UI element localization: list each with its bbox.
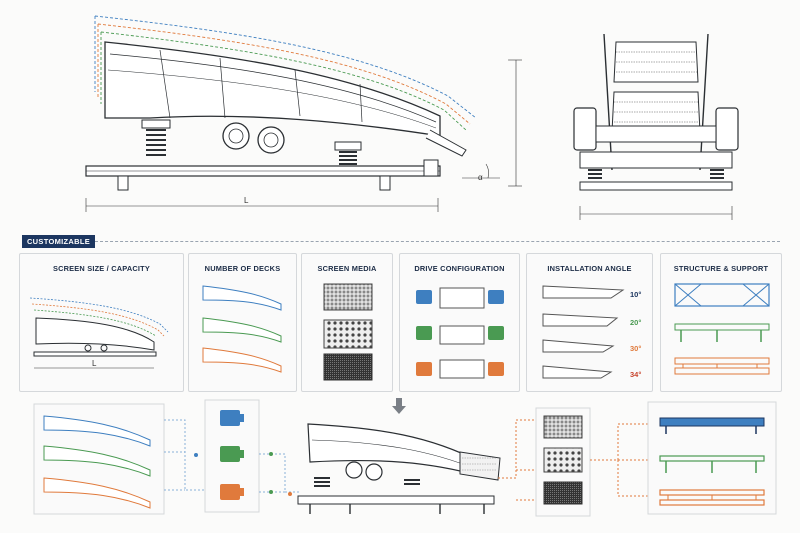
panel-screen-size: SCREEN SIZE / CAPACITY L [19, 253, 184, 392]
angle-label-10: 10° [630, 290, 642, 299]
small-length-label: L [92, 359, 97, 368]
structure-drawing [674, 283, 770, 375]
angle-label-20: 20° [630, 318, 642, 327]
panel-drive: DRIVE CONFIGURATION [399, 253, 520, 392]
angle-dimension-label: α [478, 173, 483, 182]
panel-title: DRIVE CONFIGURATION [414, 264, 505, 273]
media-drawing [323, 283, 373, 381]
panel-structure: STRUCTURE & SUPPORT [660, 253, 782, 392]
panel-title: NUMBER OF DECKS [204, 264, 281, 273]
panel-title: SCREEN MEDIA [317, 264, 377, 273]
screen-size-drawing: L [29, 297, 169, 369]
panel-title: STRUCTURE & SUPPORT [673, 264, 769, 273]
decks-drawing [202, 285, 282, 373]
panel-title: SCREEN SIZE / CAPACITY [52, 264, 151, 273]
panel-angle: INSTALLATION ANGLE 10° 20° 30° 34° [526, 253, 653, 392]
section-divider [95, 241, 780, 242]
down-arrow-icon [392, 398, 406, 414]
angle-label-34: 34° [630, 370, 642, 379]
angle-drawing [542, 285, 625, 379]
drive-drawing [416, 287, 504, 379]
panel-media: SCREEN MEDIA [301, 253, 393, 392]
panel-title: INSTALLATION ANGLE [547, 264, 632, 273]
length-dimension-label: L [244, 196, 249, 205]
angle-label-30: 30° [630, 344, 642, 353]
panel-decks: NUMBER OF DECKS [188, 253, 297, 392]
customizable-badge: CUSTOMIZABLE [22, 235, 95, 248]
